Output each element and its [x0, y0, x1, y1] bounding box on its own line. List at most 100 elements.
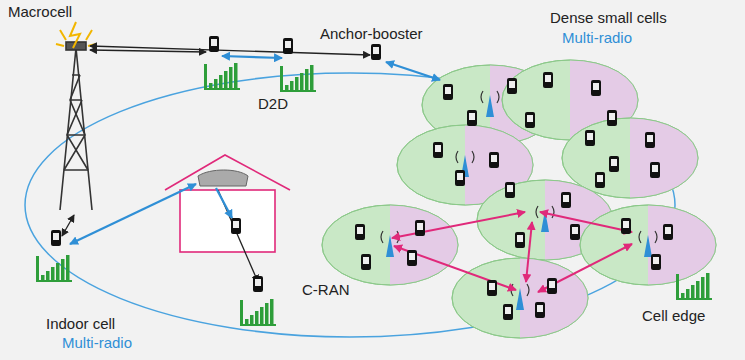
- phone-screen: [357, 227, 363, 234]
- phone-screen: [545, 75, 551, 82]
- phone-screen: [255, 279, 261, 286]
- cell-outline: [580, 205, 716, 285]
- bar-base: [36, 256, 39, 280]
- signal-bar: [56, 263, 60, 280]
- signal-bar: [265, 303, 269, 324]
- bar-line: [36, 280, 72, 282]
- phone-screen: [653, 257, 659, 264]
- signal-bar: [300, 73, 304, 90]
- bar-base: [240, 300, 243, 324]
- small-cell: [397, 125, 533, 205]
- label: Anchor-booster: [318, 26, 425, 43]
- signal-bar: [290, 81, 294, 90]
- label: C-RAN: [300, 282, 352, 299]
- signal-bar: [46, 271, 50, 280]
- d2d-link: [222, 56, 282, 58]
- signal-bar: [229, 67, 233, 88]
- label: D2D: [256, 96, 290, 113]
- phone-screen: [563, 195, 569, 202]
- phone-screen: [587, 133, 593, 140]
- phone: [433, 142, 443, 158]
- phone-screen: [211, 39, 217, 46]
- cell-half: [390, 205, 458, 285]
- bar-base: [280, 66, 283, 90]
- signal-bar: [234, 63, 238, 88]
- phone: [607, 110, 617, 126]
- phone-screen: [435, 145, 441, 152]
- phone: [371, 44, 381, 60]
- label: Dense small cells: [548, 10, 669, 27]
- phone: [609, 156, 619, 172]
- signal-bar: [209, 83, 213, 88]
- cran-link: [394, 246, 516, 290]
- phone-screen: [373, 47, 379, 54]
- label: Macrocell: [6, 4, 74, 21]
- phone-screen: [652, 165, 658, 172]
- phone: [231, 218, 241, 234]
- cell-outline: [322, 205, 458, 285]
- phone-screen: [469, 113, 475, 120]
- signal-bars: [36, 63, 712, 326]
- cell-outline: [397, 125, 533, 205]
- phone-screen: [507, 185, 513, 192]
- phone: [455, 170, 465, 186]
- phone-screen: [572, 227, 578, 234]
- phone: [650, 162, 660, 178]
- phone-screen: [363, 257, 369, 264]
- label: Cell edge: [640, 308, 707, 325]
- phone: [467, 110, 477, 126]
- antenna-waves: [639, 231, 657, 243]
- phone: [663, 224, 673, 240]
- phone: [415, 220, 425, 236]
- signal-bar: [260, 307, 264, 324]
- phone: [595, 172, 605, 188]
- cell-half: [630, 118, 698, 198]
- phone-screen: [609, 113, 615, 120]
- small-cell: [322, 205, 458, 285]
- phone: [361, 254, 371, 270]
- phone: [507, 78, 517, 94]
- phone-screen: [445, 87, 451, 94]
- antenna: [486, 95, 494, 117]
- phone: [443, 84, 453, 100]
- phone-screen: [409, 253, 415, 260]
- phone: [515, 232, 525, 248]
- phones: [51, 36, 673, 320]
- phone-screen: [509, 81, 515, 88]
- cran-link: [392, 212, 525, 238]
- phone: [645, 132, 655, 148]
- phone-screen: [53, 233, 59, 240]
- antenna: [516, 288, 524, 310]
- signal-bar: [270, 299, 274, 324]
- signal-bar: [245, 319, 249, 324]
- signal-bar: [255, 311, 259, 324]
- signal-bar: [41, 275, 45, 280]
- indoor-link: [70, 184, 196, 244]
- cell-outline: [452, 258, 588, 338]
- phone: [621, 218, 631, 234]
- bar-line: [240, 324, 276, 326]
- cell-half: [648, 205, 716, 285]
- house: [165, 155, 290, 252]
- signal-bar: [305, 69, 309, 90]
- signal-bar: [696, 281, 700, 298]
- phone-screen: [285, 41, 291, 48]
- phone: [283, 38, 293, 54]
- phone: [651, 254, 661, 270]
- bar-base: [676, 274, 679, 298]
- signal-bar: [219, 75, 223, 88]
- small-cells: [322, 60, 716, 338]
- macro-link: [90, 50, 206, 52]
- phone: [407, 250, 417, 266]
- phone: [51, 230, 61, 246]
- phone-screen: [457, 173, 463, 180]
- cell-half: [520, 258, 588, 338]
- bar-line: [676, 298, 712, 300]
- phone: [209, 36, 219, 52]
- bar-line: [280, 90, 316, 92]
- phone: [585, 130, 595, 146]
- phone: [503, 304, 513, 320]
- signal-bar: [706, 273, 710, 298]
- cran-link: [526, 222, 532, 282]
